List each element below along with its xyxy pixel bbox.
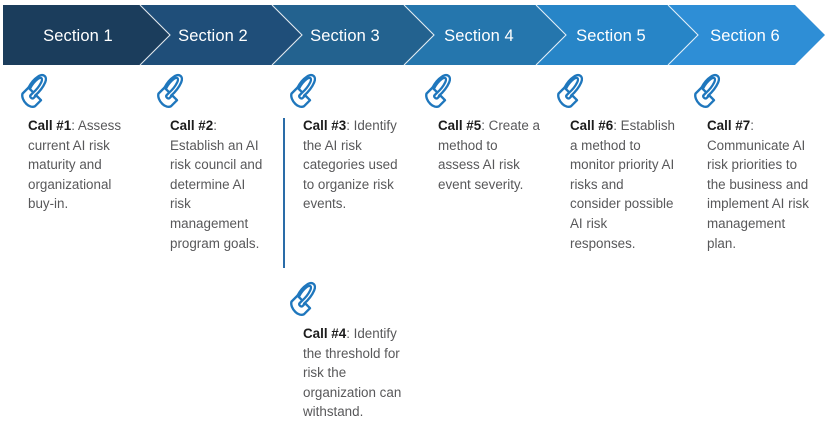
step-separator-6: : <box>613 118 617 133</box>
chevron-label-4: Section 4 <box>444 27 514 45</box>
step-text-wrap-5: Call #5: Create a method to assess AI ri… <box>418 116 540 194</box>
step-separator-3: : <box>346 118 350 133</box>
chevron-section-1[interactable]: Section 1 <box>3 5 170 65</box>
chevron-section-5[interactable]: Section 5 <box>536 5 698 65</box>
chevron-shape-1 <box>3 5 170 65</box>
step-body-1: Call #1: Assess current AI risk maturity… <box>28 116 132 214</box>
phone-icon <box>550 72 676 110</box>
step-body-6: Call #6: Establish a method to monitor p… <box>570 116 676 253</box>
chevron-section-3[interactable]: Section 3 <box>272 5 434 65</box>
phone-icon <box>14 72 132 110</box>
step-separator-1: : <box>71 118 75 133</box>
step-body-3: Call #3: Identify the AI risk categories… <box>303 116 409 214</box>
step-description-4: Identify the threshold for risk the orga… <box>303 326 402 420</box>
step-call-4[interactable]: Call #4: Identify the threshold for risk… <box>283 280 413 422</box>
step-text-wrap-1: Call #1: Assess current AI risk maturity… <box>14 116 132 214</box>
chevron-dividers <box>139 4 699 66</box>
step-body-4: Call #4: Identify the threshold for risk… <box>303 324 413 422</box>
phone-icon <box>283 72 409 110</box>
chevron-shape-2 <box>140 5 302 65</box>
chevron-section-6[interactable]: Section 6 <box>668 5 825 65</box>
chevron-shape-5 <box>536 5 698 65</box>
phone-icon <box>150 72 268 110</box>
section-chevron-banner: Section 1 Section 2 Section 3 Section 4 … <box>0 0 831 72</box>
chevron-section-2[interactable]: Section 2 <box>140 5 302 65</box>
step-label-7: Call #7 <box>707 118 751 133</box>
chevron-shape-6 <box>668 5 825 65</box>
chevron-label-5: Section 5 <box>576 27 646 45</box>
call-steps-container: Call #1: Assess current AI risk maturity… <box>0 72 831 419</box>
step-accent-rule <box>283 118 285 268</box>
step-call-6[interactable]: Call #6: Establish a method to monitor p… <box>550 72 676 253</box>
chevron-label-2: Section 2 <box>178 27 248 45</box>
step-label-6: Call #6 <box>570 118 614 133</box>
step-separator-2: : <box>213 118 217 133</box>
step-call-5[interactable]: Call #5: Create a method to assess AI ri… <box>418 72 540 194</box>
chevron-shape-3 <box>272 5 434 65</box>
step-separator-5: : <box>481 118 485 133</box>
phone-icon <box>283 280 413 318</box>
step-text-wrap-4: Call #4: Identify the threshold for risk… <box>283 324 413 422</box>
step-label-3: Call #3 <box>303 118 347 133</box>
step-call-1[interactable]: Call #1: Assess current AI risk maturity… <box>14 72 132 214</box>
step-text-wrap-6: Call #6: Establish a method to monitor p… <box>550 116 676 253</box>
step-text-wrap-2: Call #2: Establish an AI risk council an… <box>150 116 268 253</box>
chevron-label-3: Section 3 <box>310 27 380 45</box>
step-description-2: Establish an AI risk council and determi… <box>170 137 263 251</box>
step-call-7[interactable]: Call #7: Communicate AI risk priorities … <box>687 72 817 253</box>
step-text-wrap-7: Call #7: Communicate AI risk priorities … <box>687 116 817 253</box>
step-description-3: Identify the AI risk categories used to … <box>303 118 398 212</box>
step-text-wrap-3: Call #3: Identify the AI risk categories… <box>283 116 409 268</box>
step-separator-7: : <box>750 118 754 133</box>
chevron-label-1: Section 1 <box>43 27 113 45</box>
step-label-2: Call #2 <box>170 118 214 133</box>
step-label-5: Call #5 <box>438 118 482 133</box>
step-call-2[interactable]: Call #2: Establish an AI risk council an… <box>150 72 268 253</box>
phone-icon <box>418 72 540 110</box>
chevron-banner-svg: Section 1 Section 2 Section 3 Section 4 … <box>3 4 825 66</box>
step-body-7: Call #7: Communicate AI risk priorities … <box>707 116 817 253</box>
step-body-5: Call #5: Create a method to assess AI ri… <box>438 116 540 194</box>
step-description-7: Communicate AI risk priorities to the bu… <box>707 137 809 251</box>
chevron-label-6: Section 6 <box>710 27 780 45</box>
step-description-5: Create a method to assess AI risk event … <box>438 118 541 192</box>
step-description-1: Assess current AI risk maturity and orga… <box>28 118 122 212</box>
chevron-section-4[interactable]: Section 4 <box>404 5 566 65</box>
phone-icon <box>687 72 817 110</box>
chevron-shape-4 <box>404 5 566 65</box>
step-separator-4: : <box>346 326 350 341</box>
step-body-2: Call #2: Establish an AI risk council an… <box>170 116 268 253</box>
step-label-1: Call #1 <box>28 118 72 133</box>
step-label-4: Call #4 <box>303 326 347 341</box>
step-description-6: Establish a method to monitor priority A… <box>570 118 675 251</box>
step-call-3[interactable]: Call #3: Identify the AI risk categories… <box>283 72 409 268</box>
